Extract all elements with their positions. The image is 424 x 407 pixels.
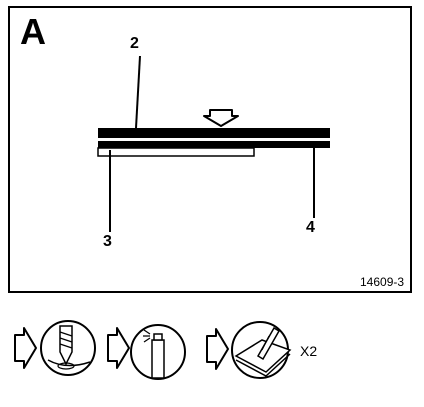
multiplier-label: X2: [300, 343, 318, 359]
figure-code: 14609-3: [360, 275, 405, 289]
step-arrow: [14, 327, 37, 369]
adhesive-strip: [97, 147, 255, 157]
upper-panel-layer: [98, 128, 330, 138]
panel-letter: A: [20, 11, 46, 52]
leader-line-2: [135, 55, 141, 129]
callout-2: 2: [130, 35, 139, 52]
pressure-arrow: [203, 109, 239, 127]
drill-icon: [40, 320, 96, 376]
callout-3: 3: [103, 233, 112, 250]
callout-4: 4: [306, 219, 315, 236]
step-arrow: [206, 328, 229, 370]
diagram-frame: [8, 6, 412, 293]
spray-can-icon: [130, 324, 186, 380]
step-arrow: [107, 327, 130, 369]
lower-panel-layer: [98, 141, 330, 148]
screw-panel-icon: [231, 321, 292, 379]
